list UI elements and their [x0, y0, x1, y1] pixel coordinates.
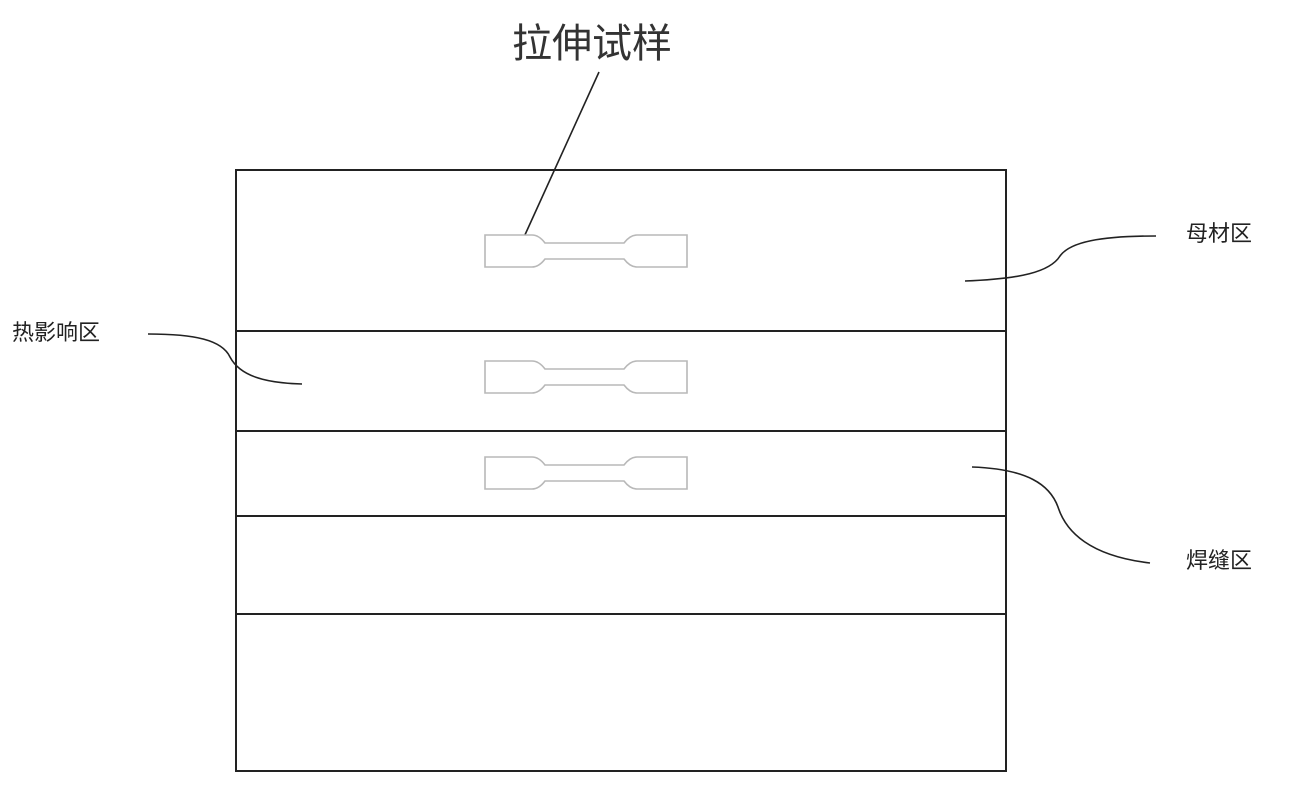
weld-label: 焊缝区 [1186, 549, 1252, 574]
tensile-specimen-base-metal [484, 234, 688, 268]
haz-label: 热影响区 [12, 321, 100, 346]
haz-leader-line [147, 333, 303, 385]
base-metal-label: 母材区 [1186, 222, 1252, 247]
tensile-specimen-haz [484, 360, 688, 394]
specimen-label: 拉伸试样 [512, 21, 672, 67]
tensile-specimen-weld [484, 456, 688, 490]
weld-leader-line [971, 466, 1151, 564]
base-metal-leader-line [964, 235, 1157, 282]
specimen-leader-line [518, 71, 600, 249]
